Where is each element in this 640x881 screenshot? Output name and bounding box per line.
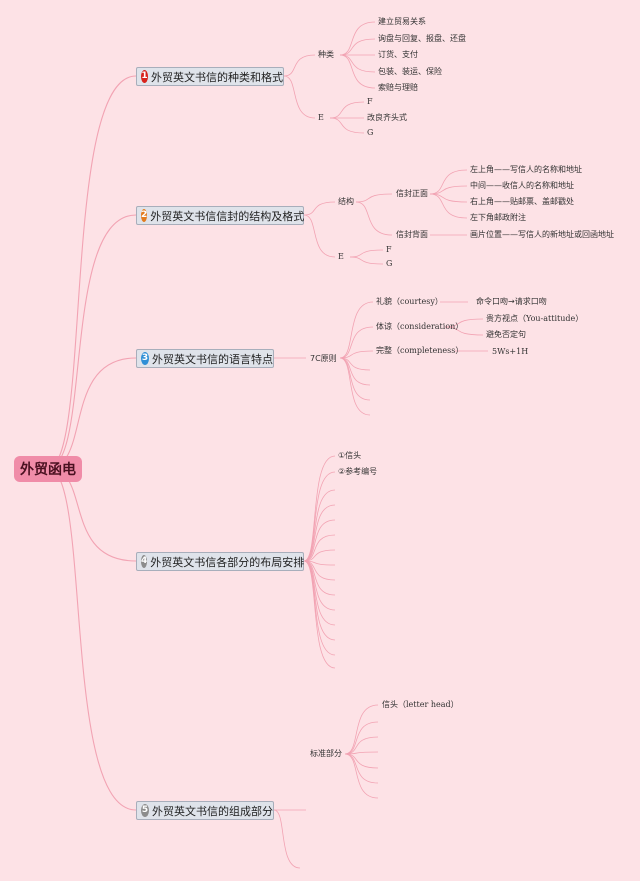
leaf[interactable]: F <box>386 245 392 254</box>
connector-line <box>47 214 137 469</box>
leaf[interactable]: 5Ws+1H <box>492 347 529 356</box>
connector-line <box>303 455 336 562</box>
leaf[interactable]: 包装、装运、保险 <box>378 67 442 76</box>
connector-line <box>339 326 374 359</box>
topic-number-badge: 3 <box>141 352 149 365</box>
topic-number-badge: 5 <box>141 804 149 817</box>
leaf[interactable]: 右上角——贴邮票、盖邮戳处 <box>470 197 574 206</box>
topic-number-badge: 4 <box>141 555 148 568</box>
connector-line <box>303 489 336 562</box>
leaf[interactable]: 避免否定句 <box>486 330 526 339</box>
connector-line <box>303 471 336 562</box>
leaf[interactable]: 询盘与回复、报盘、还盘 <box>378 34 466 43</box>
topic-1-label: 外贸英文书信的种类和格式 <box>151 70 283 84</box>
connector-line <box>344 721 379 755</box>
topic-4[interactable]: 4 外贸英文书信各部分的布局安排 <box>136 552 304 571</box>
connector-line <box>283 75 316 119</box>
connector-line <box>47 467 137 811</box>
leaf[interactable]: 改良齐头式 <box>367 113 407 122</box>
connector-line <box>329 117 365 134</box>
connector-line <box>344 753 379 784</box>
node-courtesy[interactable]: 礼貌（courtesy） <box>376 297 443 306</box>
connector-line <box>355 201 393 236</box>
connector-line <box>344 736 379 755</box>
leaf[interactable]: 索赔与理赔 <box>378 83 418 92</box>
leaf[interactable]: F <box>367 97 373 106</box>
node-envelope-front[interactable]: 信封正面 <box>396 189 428 198</box>
topic-3[interactable]: 3 外贸英文书信的语言特点 <box>136 349 274 368</box>
leaf[interactable]: 左下角邮政附注 <box>470 213 526 222</box>
topic-number-badge: 2 <box>141 209 148 222</box>
node-1-kinds[interactable]: 种类 <box>318 50 334 59</box>
leaf[interactable]: G <box>367 128 374 137</box>
node-2-e[interactable]: E <box>338 252 344 261</box>
connector-line <box>303 560 336 626</box>
topic-number-badge: 1 <box>141 70 148 83</box>
connector-line <box>339 54 376 73</box>
node-standard[interactable]: 标准部分 <box>310 749 342 758</box>
connector-line <box>355 193 393 203</box>
connector-line <box>47 75 137 469</box>
leaf[interactable]: 建立贸易关系 <box>378 17 426 26</box>
topic-5[interactable]: 5 外贸英文书信的组成部分 <box>136 801 274 820</box>
leaf[interactable]: 信头（letter head） <box>382 700 459 709</box>
root-label: 外贸函电 <box>20 462 76 478</box>
leaf[interactable]: 画片位置——写信人的新地址或回函地址 <box>470 230 614 239</box>
topic-4-label: 外贸英文书信各部分的布局安排 <box>150 555 305 569</box>
connector-line <box>339 357 371 386</box>
connector-line <box>303 549 336 562</box>
topic-1[interactable]: 1 外贸英文书信的种类和格式 <box>136 67 284 86</box>
connector-line <box>444 318 484 328</box>
connector-line <box>429 185 468 195</box>
leaf[interactable]: ②参考编号 <box>338 467 378 476</box>
connector-line <box>444 326 484 336</box>
connector-line <box>429 193 468 219</box>
connector-line <box>303 214 336 258</box>
connector-line <box>349 256 384 265</box>
topic-2-label: 外贸英文书信信封的结构及格式 <box>150 209 305 223</box>
connector-line <box>329 101 365 119</box>
connector-line <box>429 169 468 195</box>
connector-line <box>339 21 376 56</box>
leaf[interactable]: 左上角——写信人的名称和地址 <box>470 165 582 174</box>
topic-5-label: 外贸英文书信的组成部分 <box>152 804 273 818</box>
connector-line <box>339 54 376 89</box>
leaf[interactable]: ①信头 <box>338 451 362 460</box>
connector-line <box>344 753 379 799</box>
connector-line <box>339 350 374 359</box>
leaf[interactable]: 命令口吻→请求口吻 <box>476 297 547 306</box>
connector-line <box>349 249 384 258</box>
leaf[interactable]: 贵方视点（You-attitude） <box>486 314 584 323</box>
root-node[interactable]: 外贸函电 <box>14 456 82 482</box>
node-1-e[interactable]: E <box>318 113 324 122</box>
connector-line <box>303 201 336 216</box>
node-consideration[interactable]: 体谅（consideration） <box>376 322 464 331</box>
leaf[interactable]: 订货、支付 <box>378 50 418 59</box>
topic-3-label: 外贸英文书信的语言特点 <box>152 352 273 366</box>
connector-line <box>303 560 336 669</box>
connector-line <box>339 301 374 359</box>
leaf[interactable]: 中间——收信人的名称和地址 <box>470 181 574 190</box>
node-2-structure[interactable]: 结构 <box>338 197 354 206</box>
topic-2[interactable]: 2 外贸英文书信信封的结构及格式 <box>136 206 304 225</box>
leaf[interactable]: G <box>386 259 393 268</box>
connector-line <box>303 560 336 611</box>
connector-line <box>303 560 336 641</box>
connector-line <box>303 560 336 656</box>
node-completeness[interactable]: 完整（completeness） <box>376 346 464 355</box>
node-envelope-back[interactable]: 信封背面 <box>396 230 428 239</box>
connector-line <box>283 54 316 77</box>
node-7c[interactable]: 7C原则 <box>310 354 337 363</box>
connector-line <box>273 809 301 869</box>
connector-line <box>303 534 336 562</box>
connector-line <box>339 357 371 416</box>
connector-line <box>339 38 376 56</box>
